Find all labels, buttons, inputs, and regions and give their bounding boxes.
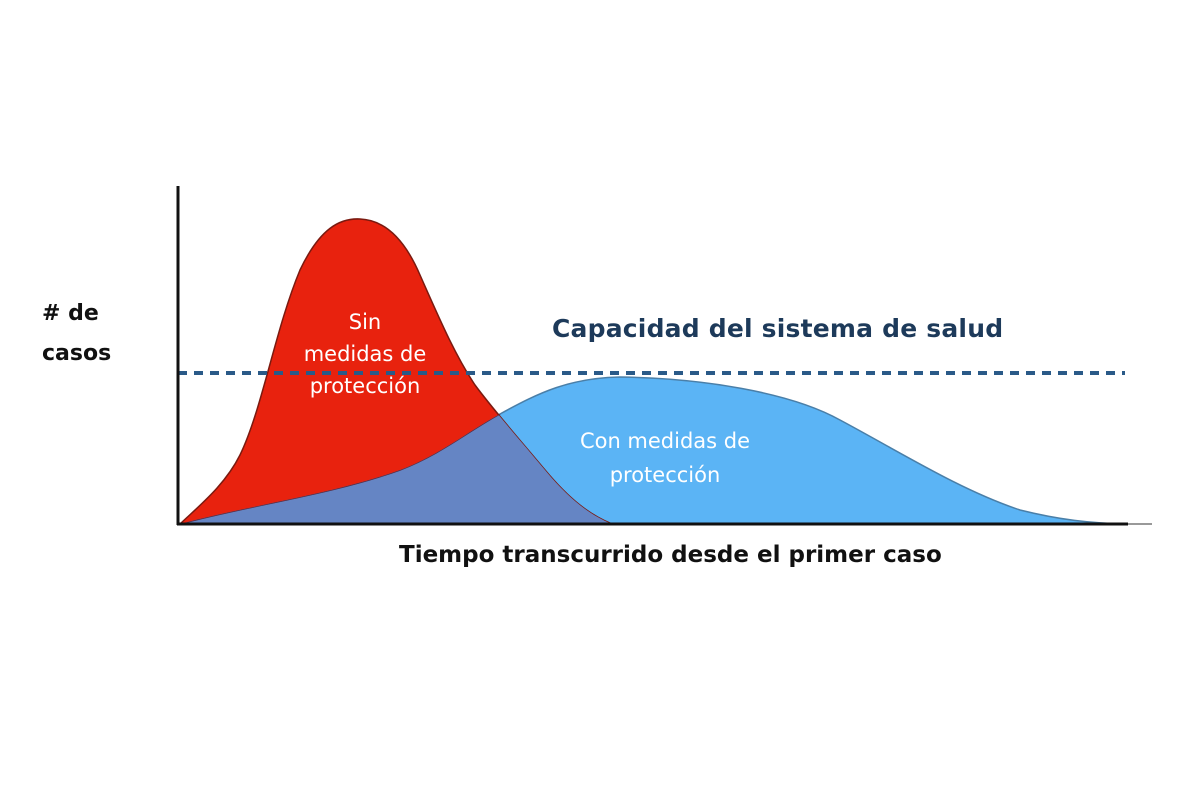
y-axis-label: # de casos bbox=[42, 294, 111, 374]
con-medidas-label-line1: Con medidas de bbox=[579, 429, 751, 453]
x-axis-label: Tiempo transcurrido desde el primer caso bbox=[399, 542, 942, 568]
capacity-label: Capacidad del sistema de salud bbox=[552, 314, 1004, 343]
con-medidas-label: Con medidas de protección bbox=[560, 424, 770, 492]
sin-medidas-label: Sin medidas de protección bbox=[290, 306, 440, 402]
sin-medidas-label-line3: protección bbox=[309, 374, 421, 398]
con-medidas-label-line2: protección bbox=[609, 463, 721, 487]
sin-medidas-label-line2: medidas de bbox=[303, 342, 427, 366]
y-axis-label-line2: casos bbox=[42, 341, 112, 366]
sin-medidas-label-line1: Sin bbox=[348, 310, 382, 334]
y-axis-label-line1: # de bbox=[42, 301, 99, 326]
